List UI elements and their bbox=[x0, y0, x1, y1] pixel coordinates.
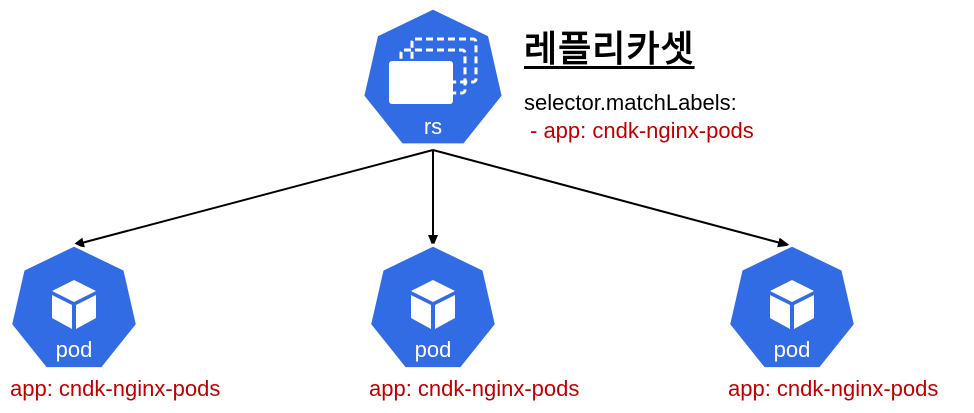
pod-node-1 bbox=[8, 243, 140, 371]
replicaset-node bbox=[361, 6, 505, 147]
selector-value: - app: cndk-nginx-pods bbox=[530, 118, 754, 143]
pod-label-2: pod bbox=[414, 337, 452, 362]
replicaset-label: rs bbox=[423, 114, 443, 139]
pod-caption-3: app: cndk-nginx-pods bbox=[728, 376, 939, 401]
pod-node-2 bbox=[367, 243, 499, 371]
pod-label-1: pod bbox=[55, 337, 93, 362]
cube-icon bbox=[770, 280, 814, 329]
arrow-to-pod-3 bbox=[432, 149, 790, 248]
pod-label-3: pod bbox=[773, 337, 811, 362]
cube-icon bbox=[52, 280, 96, 329]
arrow-to-pod-1 bbox=[72, 149, 434, 248]
stacked-pages-icon bbox=[389, 37, 478, 104]
pod-node-3 bbox=[726, 243, 858, 371]
diagram-title: 레플리카셋 bbox=[524, 29, 695, 70]
selector-key: selector.matchLabels: bbox=[524, 90, 737, 115]
pod-caption-1: app: cndk-nginx-pods bbox=[10, 376, 221, 401]
cube-icon bbox=[411, 280, 455, 329]
pod-caption-2: app: cndk-nginx-pods bbox=[369, 376, 580, 401]
